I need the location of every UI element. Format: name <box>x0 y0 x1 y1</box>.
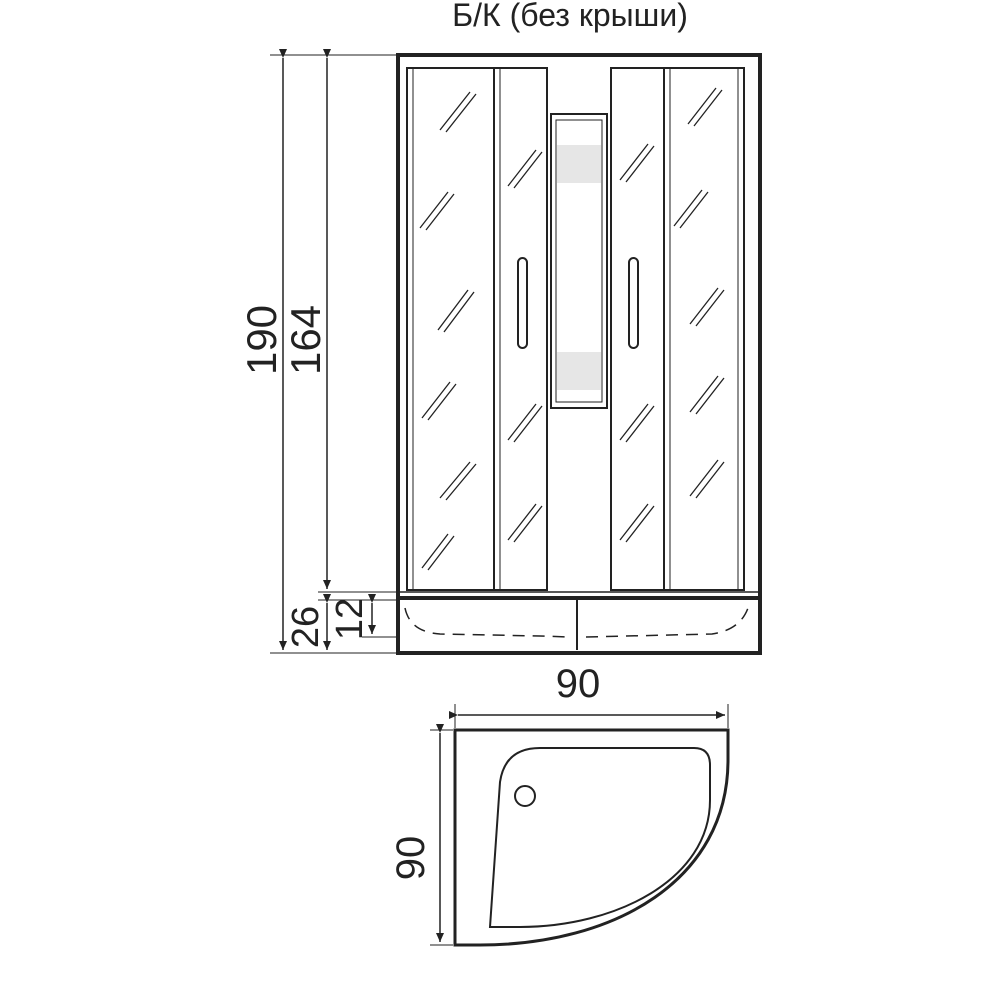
left-door-handle <box>517 257 528 349</box>
tray-outline <box>453 728 730 947</box>
tray-front <box>404 600 749 650</box>
drain-icon <box>514 785 536 807</box>
drawing-title: Б/К (без крыши) <box>452 0 688 33</box>
dimension-lines <box>270 49 396 654</box>
panel-band-bottom <box>557 352 601 390</box>
central-panel <box>550 113 608 409</box>
front-view <box>396 53 762 655</box>
panel-band-top <box>557 145 601 183</box>
left-door <box>406 67 548 591</box>
glass-reflection-marks <box>619 87 725 543</box>
dim-26-label: 26 <box>285 606 327 648</box>
glass-reflection-marks <box>419 91 543 571</box>
dim-190-label: 190 <box>238 305 285 375</box>
dim-164-label: 164 <box>282 305 329 375</box>
right-door-handle <box>628 257 639 349</box>
tray-top-view <box>453 728 730 947</box>
dim-12-label: 12 <box>329 598 371 640</box>
cabin-outer-frame <box>396 53 762 655</box>
tray-inner-basin <box>488 747 711 928</box>
dim-tray-depth-label: 90 <box>389 836 433 881</box>
right-door <box>610 67 745 591</box>
dim-front-width-label: 90 <box>556 662 601 706</box>
